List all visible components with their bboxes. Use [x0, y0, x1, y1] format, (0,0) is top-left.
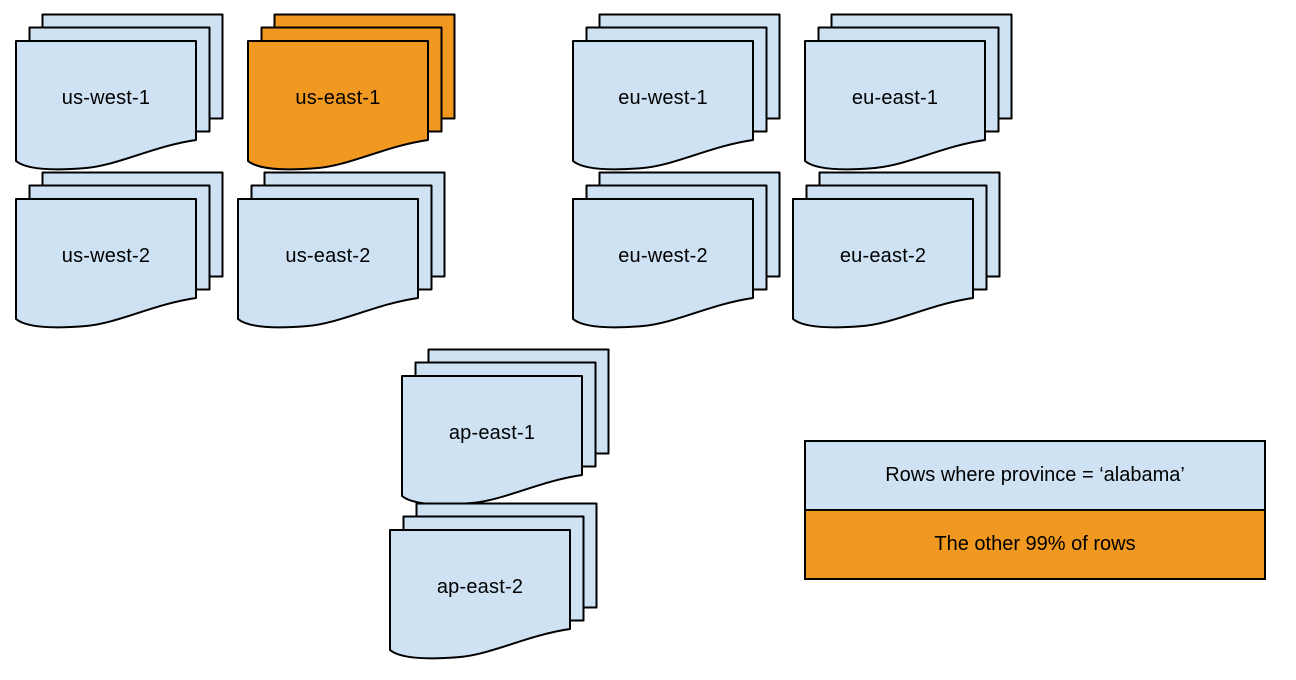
document-stack-icon: [389, 502, 598, 660]
doc-stack-us-east-1: us-east-1: [246, 13, 456, 173]
doc-stack-eu-east-2: eu-east-2: [791, 171, 1001, 331]
document-stack-icon: [237, 171, 446, 329]
doc-stack-us-east-2: us-east-2: [236, 171, 446, 331]
doc-stack-ap-east-2: ap-east-2: [388, 502, 598, 662]
document-stack-icon: [572, 13, 781, 171]
document-stack-icon: [15, 171, 224, 329]
doc-stack-eu-west-1: eu-west-1: [571, 13, 781, 173]
document-stack-icon: [15, 13, 224, 171]
document-stack-icon: [804, 13, 1013, 171]
doc-stack-eu-east-1: eu-east-1: [803, 13, 1013, 173]
legend-row-alabama: Rows where province = ‘alabama’: [804, 440, 1266, 511]
legend-row-other: The other 99% of rows: [804, 509, 1266, 580]
doc-stack-us-west-2: us-west-2: [14, 171, 224, 331]
document-stack-icon: [247, 13, 456, 171]
document-stack-icon: [792, 171, 1001, 329]
legend-row-label: The other 99% of rows: [934, 533, 1136, 555]
doc-stack-eu-west-2: eu-west-2: [571, 171, 781, 331]
document-stack-icon: [572, 171, 781, 329]
legend-row-label: Rows where province = ‘alabama’: [885, 464, 1185, 486]
doc-stack-us-west-1: us-west-1: [14, 13, 224, 173]
legend: Rows where province = ‘alabama’ The othe…: [804, 440, 1266, 580]
doc-stack-ap-east-1: ap-east-1: [400, 348, 610, 508]
document-stack-icon: [401, 348, 610, 506]
